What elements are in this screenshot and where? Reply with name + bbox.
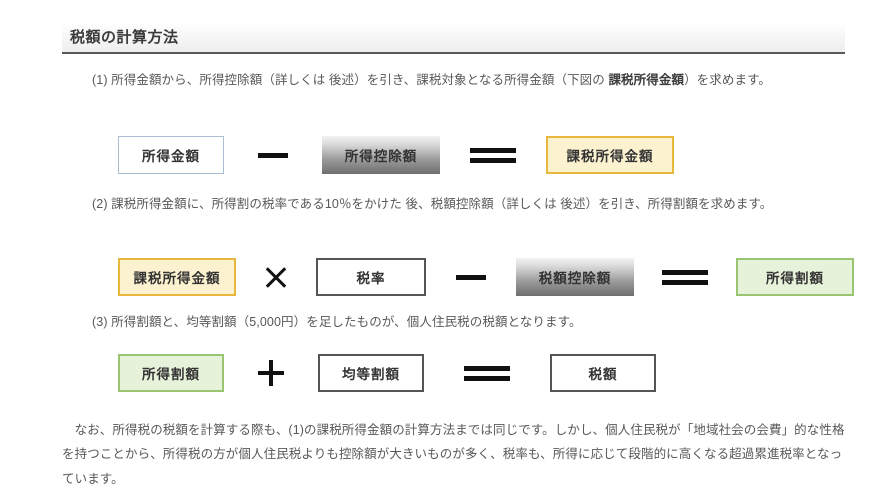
formula-row-1: 所得金額 所得控除額 課税所得金額 (118, 134, 674, 176)
box-total-tax: 税額 (550, 354, 656, 392)
box-per-capita-levy: 均等割額 (318, 354, 424, 392)
equals-icon (464, 365, 510, 382)
step-2-paragraph: (2) 課税所得金額に、所得割の税率である10％をかけた 後、税額控除額（詳しく… (92, 197, 773, 211)
box-taxable-income-2: 課税所得金額 (118, 258, 236, 296)
closing-paragraph: なお、所得税の税額を計算する際も、(1)の課税所得金額の計算方法までは同じです。… (62, 423, 845, 486)
page-title: 税額の計算方法 (70, 28, 179, 46)
box-tax-rate: 税率 (316, 258, 426, 296)
step-3-paragraph: (3) 所得割額と、均等割額（5,000円）を足したものが、個人住民税の税額とな… (92, 315, 582, 329)
multiply-icon (264, 265, 288, 289)
minus-icon (456, 274, 486, 280)
box-income-deduction: 所得控除額 (322, 136, 440, 174)
box-income-levy-2: 所得割額 (118, 354, 224, 392)
step-1-text-after-bold: ）を求めます。 (684, 73, 772, 87)
equals-icon (470, 147, 516, 164)
box-tax-credit: 税額控除額 (516, 258, 634, 296)
operator-minus (258, 152, 288, 158)
equals-icon (662, 269, 708, 286)
formula-row-3: 所得割額 均等割額 税額 (118, 352, 656, 394)
step-1-bold-term: 課税所得金額 (608, 73, 685, 87)
box-income-levy: 所得割額 (736, 258, 854, 296)
operator-plus (258, 360, 284, 386)
box-taxable-income: 課税所得金額 (546, 136, 674, 174)
box-income-amount: 所得金額 (118, 136, 224, 174)
operator-equals-3 (464, 365, 510, 382)
plus-icon (258, 360, 284, 386)
operator-times (264, 265, 288, 289)
formula-row-2: 課税所得金額 税率 税額控除額 所得割額 (118, 256, 854, 298)
operator-equals-2 (662, 269, 708, 286)
step-1-paragraph: (1) 所得金額から、所得控除額（詳しくは 後述）を引き、課税対象となる所得金額… (92, 70, 848, 92)
section-header: 税額の計算方法 (62, 22, 845, 54)
operator-equals (470, 147, 516, 164)
step-1-text-before-bold: (1) 所得金額から、所得控除額（詳しくは 後述）を引き、課税対象となる所得金額… (92, 73, 609, 87)
operator-minus-2 (456, 274, 486, 280)
minus-icon (258, 152, 288, 158)
